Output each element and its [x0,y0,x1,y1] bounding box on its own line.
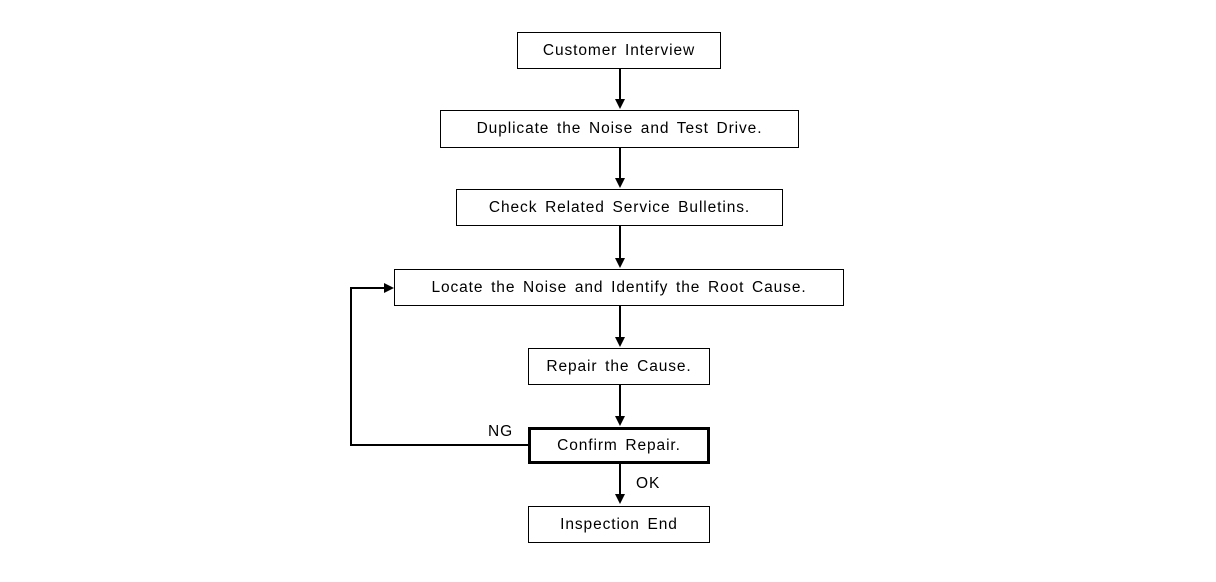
connector-ng-horizontal-bottom [350,444,529,446]
arrowhead-down-icon [614,99,625,109]
node-label: Customer Interview [542,41,696,59]
edge-label-ok: OK [636,475,661,492]
node-label: Duplicate the Noise and Test Drive. [476,120,763,138]
connector-duplicate-to-bulletins [619,148,621,179]
arrowhead-right-icon [384,282,394,293]
node-label: Inspection End [560,515,678,533]
connector-bulletins-to-locate [619,226,621,259]
arrowhead-down-icon [614,258,625,268]
node-label: Locate the Noise and Identify the Root C… [431,278,807,296]
connector-ng-vertical-left [350,287,352,445]
node-confirm-repair[interactable]: Confirm Repair. [528,427,710,464]
node-check-bulletins[interactable]: Check Related Service Bulletins. [456,189,783,226]
arrowhead-down-icon [614,337,625,347]
node-duplicate-noise[interactable]: Duplicate the Noise and Test Drive. [440,110,799,148]
node-customer-interview[interactable]: Customer Interview [517,32,721,69]
node-inspection-end[interactable]: Inspection End [528,506,710,543]
connector-confirm-to-end [619,464,621,495]
node-label: Repair the Cause. [546,357,692,375]
node-locate-noise[interactable]: Locate the Noise and Identify the Root C… [394,269,844,306]
node-label: Check Related Service Bulletins. [488,198,751,216]
node-label: Confirm Repair. [557,436,681,454]
arrowhead-down-icon [614,416,625,426]
arrowhead-down-icon [614,178,625,188]
connector-customer-to-duplicate [619,69,621,100]
connector-ng-horizontal-top [350,287,386,289]
connector-locate-to-repair [619,306,621,338]
edge-label-ng: NG [488,423,514,440]
arrowhead-down-icon [614,494,625,504]
node-repair-cause[interactable]: Repair the Cause. [528,348,710,385]
connector-repair-to-confirm [619,385,621,417]
